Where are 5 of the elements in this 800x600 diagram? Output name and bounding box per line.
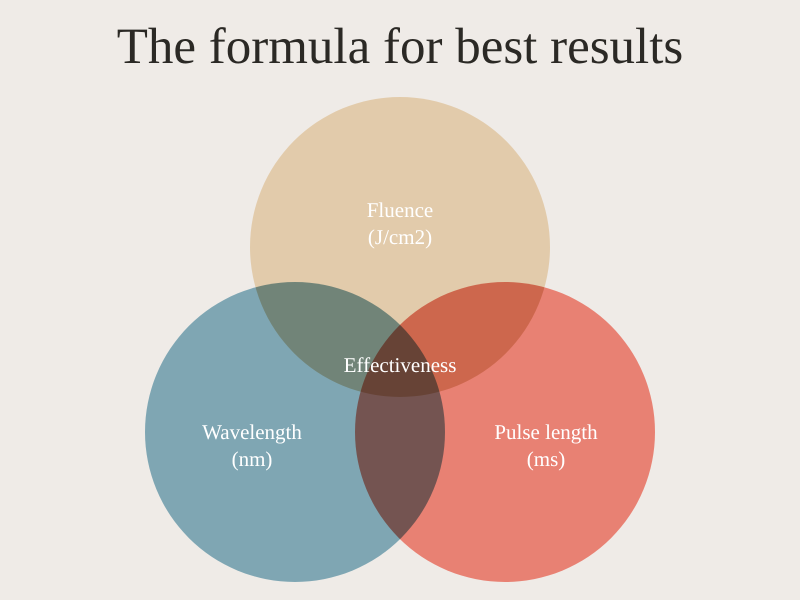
title: The formula for best results [116, 18, 684, 76]
circle-label: Wavelength (nm) [202, 419, 302, 473]
center-label: Effectiveness [344, 352, 456, 378]
circle-label: Pulse length (ms) [494, 419, 598, 473]
circle-label: Fluence (J/cm2) [366, 197, 434, 251]
